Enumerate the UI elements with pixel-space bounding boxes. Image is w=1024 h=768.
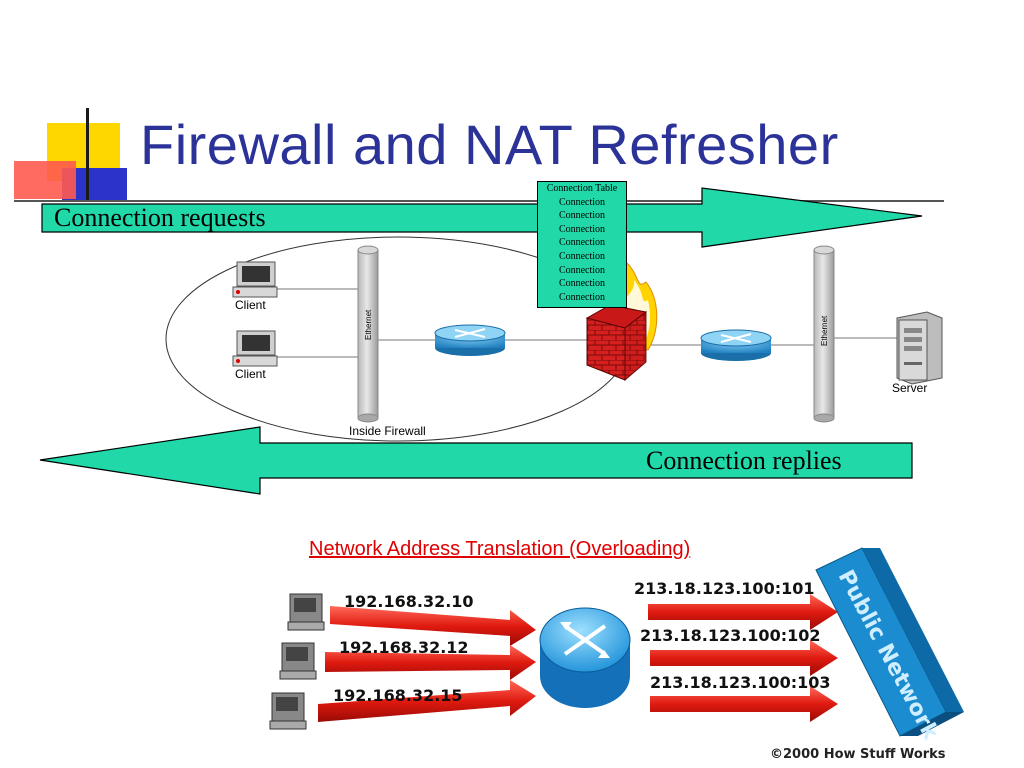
outside-ethernet-backbone [813,245,835,423]
server-icon [896,311,943,385]
nat-private-arrows [318,606,536,722]
title-deco-red [14,161,76,199]
nat-host-icon-2 [279,642,317,680]
connection-table-row: Connection [558,223,606,235]
private-ip-2: 192.168.32.12 [339,638,469,657]
connection-table-row: Connection [558,250,606,262]
private-ip-3: 192.168.32.15 [333,686,463,705]
client-computer-icon-2 [232,330,278,367]
nat-host-icon-1 [287,593,325,631]
outside-router-icon [700,329,772,361]
connection-replies-label: Connection replies [646,446,842,475]
client-label-1: Client [235,298,266,312]
public-ip-3: 213.18.123.100:103 [650,673,831,692]
nat-router-icon [539,607,631,708]
nat-public-arrows [648,594,838,722]
server-label: Server [892,381,928,395]
slide-title: Firewall and NAT Refresher [140,113,839,176]
public-network-block: Public Network [815,547,964,745]
title-underline-rule [14,200,944,202]
connection-table-row: Connection [558,264,606,276]
copyright-notice: ©2000 How Stuff Works [770,747,946,762]
connection-table: Connection Table Connection Connection C… [537,181,627,308]
nat-diagram-title: Network Address Translation (Overloading… [309,538,691,560]
client-label-2: Client [235,367,266,381]
connection-table-row: Connection [558,237,606,249]
connection-table-row: Connection [558,196,606,208]
inside-firewall-label: Inside Firewall [349,424,426,438]
title-deco-vertical-line [86,108,89,200]
inside-router-icon [434,324,506,356]
connection-table-header: Connection Table [546,183,618,194]
client-computer-icon-1 [232,261,278,298]
public-ip-2: 213.18.123.100:102 [640,626,821,645]
connection-table-row: Connection [558,291,606,303]
connection-replies-arrow [39,426,913,495]
connection-table-row: Connection [558,278,606,290]
connection-table-row: Connection [558,210,606,222]
private-ip-1: 192.168.32.10 [344,592,474,611]
connection-requests-arrow [41,187,923,248]
public-ip-1: 213.18.123.100:101 [634,579,815,598]
inside-ethernet-backbone [357,245,379,423]
nat-host-icon-3 [269,692,307,730]
connection-requests-label: Connection requests [54,203,266,232]
ethernet-label-inside: Ethernet [364,309,373,340]
ethernet-label-outside: Ethernet [820,315,829,346]
